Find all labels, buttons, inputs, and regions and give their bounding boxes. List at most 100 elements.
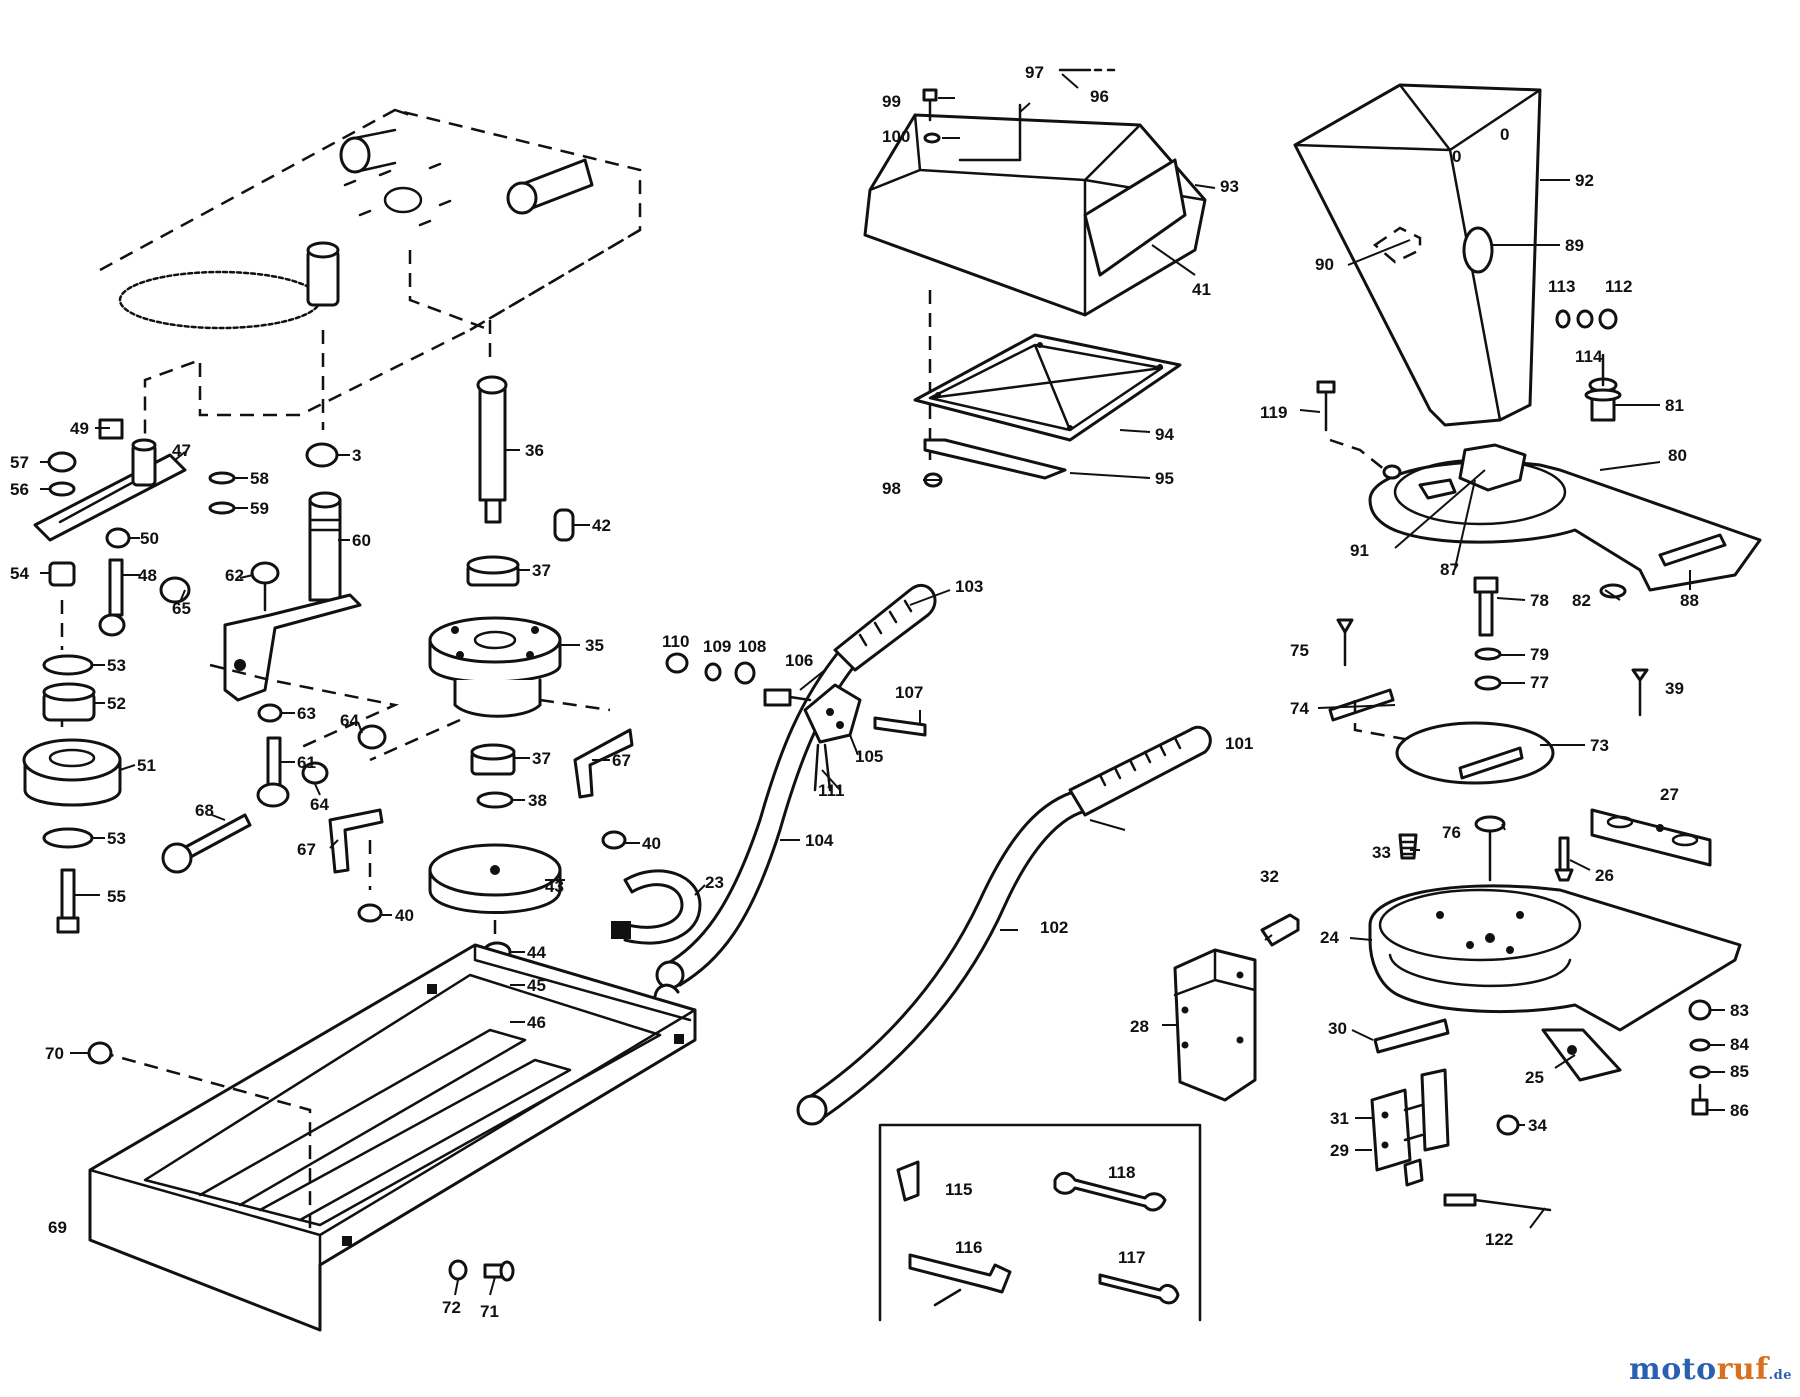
part-label: 68 xyxy=(195,801,214,820)
part-label: 33 xyxy=(1372,843,1391,862)
part-label: 119 xyxy=(1260,403,1287,422)
part-label: 105 xyxy=(855,747,883,766)
part-label: 102 xyxy=(1040,918,1068,937)
part-label: 84 xyxy=(1730,1035,1749,1054)
svg-text:0: 0 xyxy=(1500,125,1509,144)
nut-70 xyxy=(87,1041,113,1065)
pin-26 xyxy=(1554,836,1574,882)
lower-housing-24 xyxy=(1368,884,1742,1032)
part-label: 109 xyxy=(703,637,731,656)
nut-64-b xyxy=(301,761,329,785)
screw-32 xyxy=(1260,913,1300,947)
part-label: 107 xyxy=(895,683,923,702)
opening-89 xyxy=(1462,226,1494,274)
nut-110 xyxy=(665,652,689,674)
handle-102 xyxy=(796,726,1212,1126)
bushing-3 xyxy=(305,442,339,468)
nut-112 xyxy=(1598,308,1618,330)
washer-38 xyxy=(476,791,514,809)
part-label: 35 xyxy=(585,636,604,655)
part-label: 42 xyxy=(592,516,611,535)
part-label: 64 xyxy=(340,711,359,730)
base-tray-69 xyxy=(88,943,697,1332)
bolt-86 xyxy=(1691,1083,1709,1116)
part-label: 98 xyxy=(882,479,901,498)
bolt-39 xyxy=(1631,668,1649,717)
clip-67-left xyxy=(328,808,384,874)
nut-57 xyxy=(47,451,77,473)
part-label: 110 xyxy=(662,632,689,651)
washer-53-bottom xyxy=(42,827,94,849)
bracket-47 xyxy=(33,438,187,542)
nut-63 xyxy=(257,703,283,723)
bolt-75 xyxy=(1336,618,1354,667)
wrench-117 xyxy=(1098,1273,1180,1305)
bolt-78 xyxy=(1473,576,1499,637)
bolt-119 xyxy=(1316,380,1336,432)
part-label: 114 xyxy=(1575,347,1603,366)
part-label: 60 xyxy=(352,531,371,550)
part-label: 77 xyxy=(1530,673,1549,692)
part-label: 122 xyxy=(1485,1230,1513,1249)
part-label: 49 xyxy=(70,419,89,438)
cable-111 xyxy=(813,743,832,792)
watermark-logo: motoruf.de xyxy=(1629,1352,1792,1387)
washer-113 xyxy=(1555,309,1571,329)
part-label: 94 xyxy=(1155,425,1174,444)
part-label: 70 xyxy=(45,1044,64,1063)
lever-plate-62-63 xyxy=(223,593,362,702)
part-label: 93 xyxy=(1220,177,1239,196)
knob-106 xyxy=(763,688,792,707)
part-label: 47 xyxy=(172,441,191,460)
part-label: 53 xyxy=(107,656,126,675)
frame-tube-left xyxy=(339,128,397,174)
part-label: 83 xyxy=(1730,1001,1749,1020)
part-label: 40 xyxy=(395,906,414,925)
washer-56 xyxy=(48,481,76,497)
part-label: 65 xyxy=(172,599,191,618)
part-label: 82 xyxy=(1572,591,1591,610)
part-label: 90 xyxy=(1315,255,1334,274)
part-label: 3 xyxy=(352,446,361,465)
part-label: 91 xyxy=(1350,541,1369,560)
washer-84 xyxy=(1689,1038,1711,1052)
part-label: 106 xyxy=(785,651,813,670)
pulley-51 xyxy=(22,738,122,807)
part-label: 36 xyxy=(525,441,544,460)
eye-bolt-48 xyxy=(98,558,126,637)
part-label: 51 xyxy=(137,756,156,775)
part-label: 58 xyxy=(250,469,269,488)
part-label: 72 xyxy=(442,1298,461,1317)
part-label: 38 xyxy=(528,791,547,810)
part-label: 30 xyxy=(1328,1019,1347,1038)
part-label: 53 xyxy=(107,829,126,848)
chute-92: 0 0 xyxy=(1293,83,1542,427)
bearing-37-top xyxy=(466,555,520,587)
part-label: 56 xyxy=(10,480,29,499)
part-label: 85 xyxy=(1730,1062,1749,1081)
washer-77 xyxy=(1474,675,1502,691)
nut-64-a xyxy=(357,724,387,750)
washer-53-top xyxy=(42,654,94,676)
base-plate-94 xyxy=(913,333,1182,442)
part-label: 71 xyxy=(480,1302,499,1321)
part-label: 86 xyxy=(1730,1101,1749,1120)
clip-74 xyxy=(1328,688,1395,722)
key-42 xyxy=(553,508,575,542)
nut-50 xyxy=(105,527,131,549)
part-label: 43 xyxy=(545,877,564,896)
part-label: 95 xyxy=(1155,469,1174,488)
part-label: 103 xyxy=(955,577,983,596)
washer-114 xyxy=(1576,309,1594,329)
part-label: 75 xyxy=(1290,641,1309,660)
part-label: 67 xyxy=(297,840,316,859)
washer-72 xyxy=(448,1259,468,1281)
part-label: 61 xyxy=(297,753,316,772)
part-label: 54 xyxy=(10,564,29,583)
part-label: 45 xyxy=(527,976,546,995)
washer-85 xyxy=(1689,1065,1711,1079)
part-label: 29 xyxy=(1330,1141,1349,1160)
part-label: 115 xyxy=(945,1180,972,1199)
part-label: 92 xyxy=(1575,171,1594,190)
